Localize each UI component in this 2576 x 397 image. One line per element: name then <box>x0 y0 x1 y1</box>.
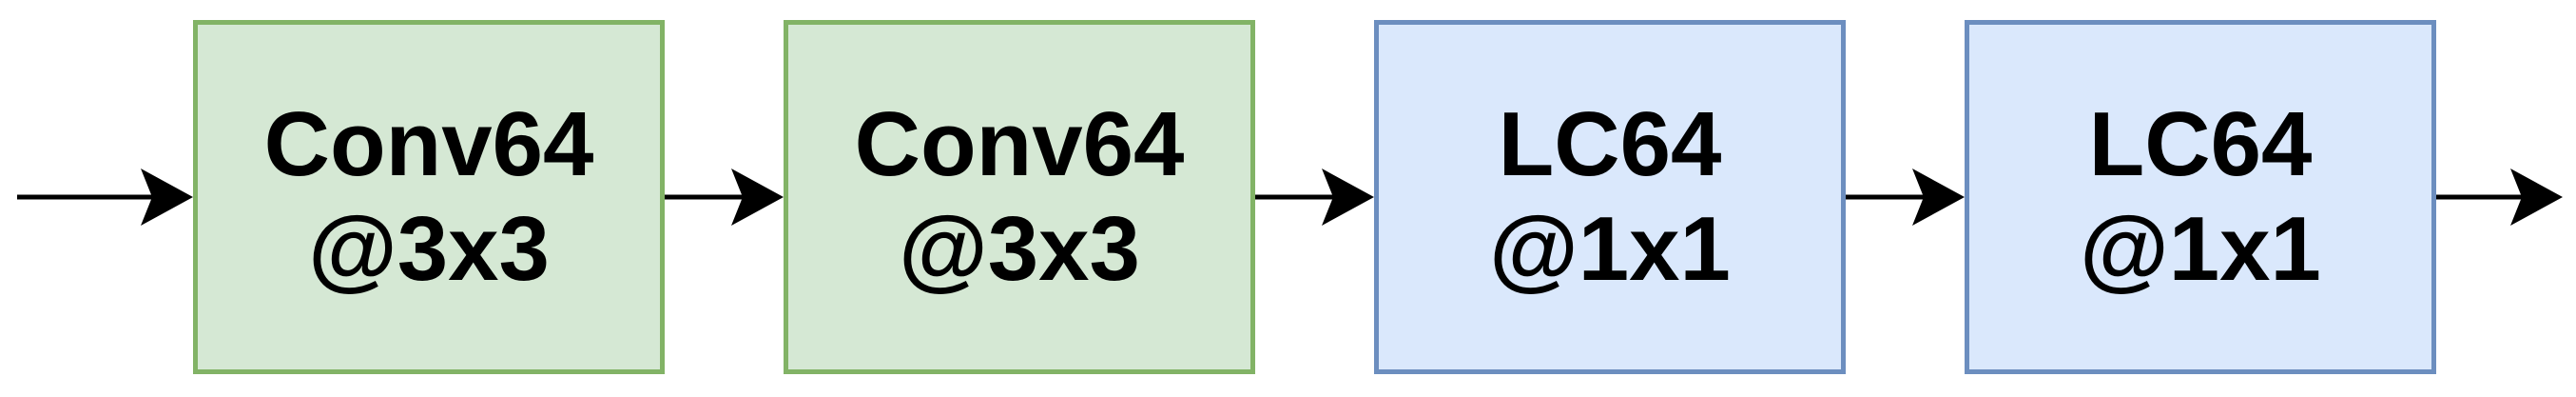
block-3-kernel: @1x1 <box>1489 198 1731 300</box>
connector-arrow-3 <box>1846 169 1965 226</box>
block-2-kernel: @3x3 <box>899 198 1140 300</box>
block-2-title: Conv64 <box>854 93 1185 195</box>
lc-block-1: LC64 @1x1 <box>1374 20 1846 374</box>
block-4-kernel: @1x1 <box>2080 198 2321 300</box>
connector-arrow-1 <box>665 169 784 226</box>
block-4-title: LC64 <box>2088 93 2313 195</box>
connector-arrow-2 <box>1255 169 1374 226</box>
block-1-kernel: @3x3 <box>308 198 550 300</box>
conv-block-2: Conv64 @3x3 <box>784 20 1255 374</box>
input-arrow <box>17 169 193 226</box>
conv-block-1: Conv64 @3x3 <box>193 20 665 374</box>
output-arrow <box>2436 169 2563 226</box>
block-1-title: Conv64 <box>263 93 594 195</box>
block-3-title: LC64 <box>1498 93 1722 195</box>
lc-block-2: LC64 @1x1 <box>1965 20 2436 374</box>
